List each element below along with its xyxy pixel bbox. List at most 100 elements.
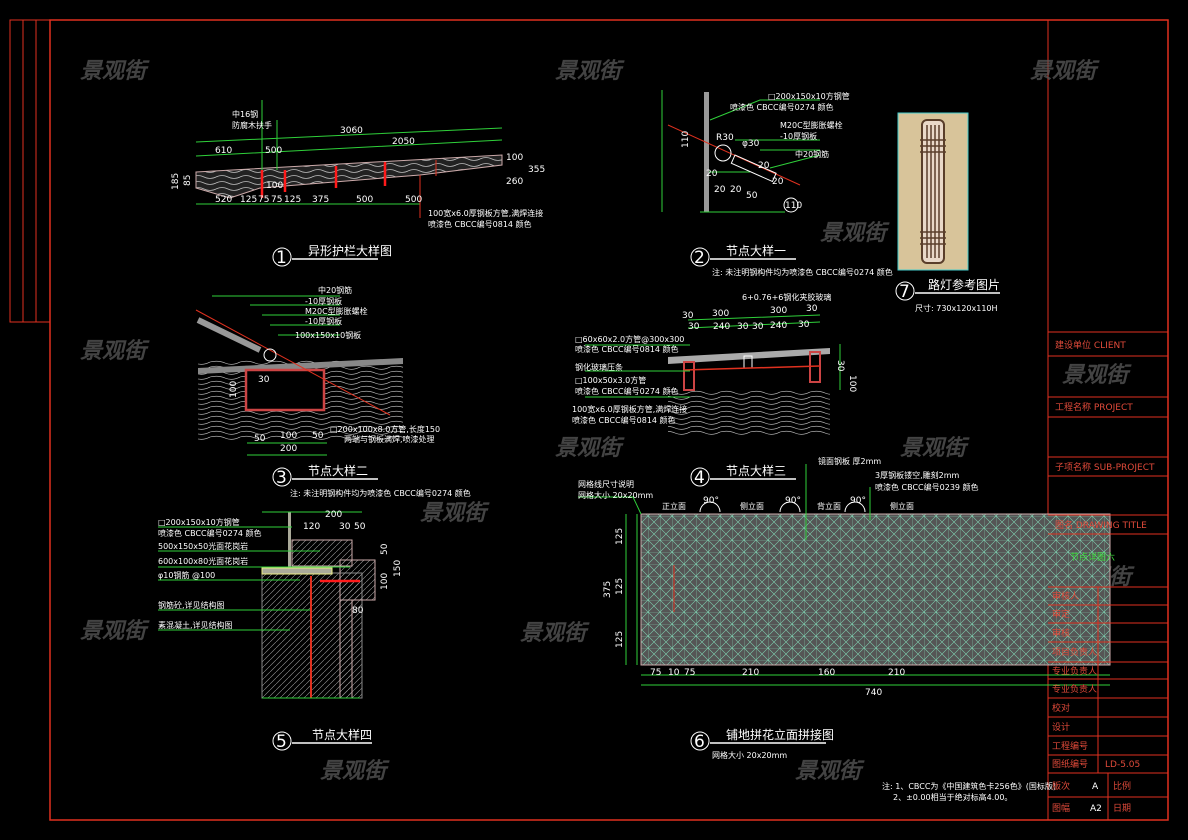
drawing-label: 侧立面 — [890, 501, 914, 511]
drawing-label: 景观街 — [80, 619, 150, 644]
drawing-label: 素混凝土,详见结构图 — [158, 620, 233, 630]
drawing-label: 210 — [742, 668, 759, 678]
drawing-label: 景观街 — [80, 339, 150, 364]
drawing-label: 100 — [506, 153, 523, 163]
detail-3: 中20钢筋 -10厚钢板 M20C型膨胀螺栓 -10厚钢板 100x150x10… — [195, 285, 440, 456]
drawing-label: 75 — [650, 668, 661, 678]
drawing-label: 500 — [405, 195, 422, 205]
drawing-label: 6+0.76+6钢化夹胶玻璃 — [742, 292, 831, 302]
drawing-label: 4 — [694, 468, 705, 488]
drawing-label: 20 — [772, 177, 784, 187]
drawing-label: 30 — [752, 322, 764, 332]
drawing-label: 3厚钢板镂空,雕刻2mm — [875, 470, 960, 480]
drawing-label: 600x100x80光面花岗岩 — [158, 556, 248, 566]
drawing-label: □200x150x10方钢管 — [158, 517, 240, 527]
drawing-label: 两端与钢板满焊,喷漆处理 — [344, 434, 435, 444]
drawing-label: 喷漆色 CBCC编号0239 颜色 — [875, 482, 979, 492]
drawing-label: 工程编号 — [1052, 740, 1088, 752]
drawing-label: 6 — [694, 732, 705, 752]
drawing-label: 125 — [615, 631, 625, 648]
drawing-label: 20 — [730, 185, 742, 195]
general-notes: 注: 1、CBCC为《中国建筑色卡256色》(国标版) 2、±0.00相当于绝对… — [882, 781, 1056, 802]
drawing-label: 景观街 — [555, 59, 625, 84]
drawing-label: 30 — [682, 311, 694, 321]
drawing-label: 异形护栏大样图 — [308, 243, 392, 258]
drawing-label: 100 — [229, 381, 239, 398]
detail-5: □200x150x10方钢管 喷漆色 CBCC编号0274 颜色 500x150… — [158, 510, 403, 699]
drawing-label: 150 — [393, 560, 403, 577]
drawing-label: 注: 未注明钢构件均为喷漆色 CBCC编号0274 颜色 — [712, 267, 893, 277]
drawing-label: □60x60x2.0方管@300x300 — [575, 334, 684, 344]
drawing-label: 740 — [865, 688, 882, 698]
drawing-label: 185 — [171, 173, 181, 190]
drawing-label: 3060 — [340, 126, 363, 136]
drawing-label: 20 — [714, 185, 726, 195]
drawing-label: 50 — [254, 434, 266, 444]
drawing-label: 50 — [380, 543, 390, 555]
drawing-label: 景观街 — [320, 759, 390, 784]
drawing-label: 景观街 — [520, 621, 590, 646]
drawing-label: 10 — [668, 668, 680, 678]
drawing-label: 2 — [694, 248, 705, 268]
drawing-label: □200x150x10方钢管 — [768, 91, 850, 101]
drawing-label: M20C型膨胀螺栓 — [780, 120, 843, 130]
drawing-label: 85 — [183, 175, 193, 186]
drawing-label: 260 — [506, 177, 523, 187]
drawing-label: 审核 — [1052, 627, 1070, 639]
drawing-label: 610 — [215, 146, 232, 156]
drawing-label: 比例 — [1113, 780, 1131, 792]
detail-2: □200x150x10方钢管 喷漆色 CBCC编号0274 颜色 M20C型膨胀… — [661, 90, 850, 213]
drawing-label: 80 — [352, 606, 364, 616]
drawing-label: 75 — [271, 195, 282, 205]
drawing-label: 3 — [276, 468, 287, 488]
drawing-label: 375 — [312, 195, 329, 205]
drawing-label: 90° — [850, 496, 866, 506]
drawing-label: 节点大样三 — [726, 463, 786, 478]
drawing-label: -10厚钢板 — [780, 131, 817, 141]
drawing-label: 75 — [258, 195, 269, 205]
drawing-label: 中20钢筋 — [318, 285, 352, 295]
drawing-label: 30 — [798, 320, 810, 330]
drawing-label: 喷漆色 CBCC编号0814 颜色 — [428, 219, 532, 229]
drawing-label: 版次 — [1052, 780, 1070, 792]
drawing-label: 1 — [276, 248, 287, 268]
drawing-label: 100x150x10钢板 — [295, 330, 361, 340]
drawing-label: 30 — [688, 322, 700, 332]
drawing-label: 注: 1、CBCC为《中国建筑色卡256色》(国标版) — [882, 781, 1056, 791]
title-block-text: 建设单位 CLIENT 工程名称 PROJECT 子项名称 SUB-PROJEC… — [1052, 339, 1155, 814]
drawing-label: 520 — [215, 195, 232, 205]
drawing-label: 喷漆色 CBCC编号0274 颜色 — [575, 386, 679, 396]
drawing-label: 图幅 — [1052, 802, 1070, 814]
drawing-label: 铺地拼花立面拼接图 — [726, 727, 834, 742]
drawing-label: 景观街 — [1062, 363, 1132, 388]
drawing-label: 30 — [339, 522, 351, 532]
drawing-label: 正立面 — [662, 501, 686, 511]
drawing-label: 110 — [681, 131, 691, 148]
drawing-label: 节点大样四 — [312, 727, 372, 742]
drawing-label: 子项名称 SUB-PROJECT — [1055, 461, 1155, 473]
drawing-label: 100 — [380, 573, 390, 590]
drawing-label: A — [1092, 782, 1099, 792]
drawing-label: 20 — [706, 169, 718, 179]
drawing-label: 景观街 — [900, 436, 970, 461]
drawing-label: 30 — [737, 322, 749, 332]
drawing-label: 50 — [746, 191, 758, 201]
drawing-label: 日期 — [1113, 803, 1131, 814]
drawing-label: 125 — [284, 195, 301, 205]
drawing-label: 100宽x6.0厚钢板方管,满焊连接 — [428, 208, 543, 218]
drawing-label: 网格大小 20x20mm — [578, 490, 653, 500]
drawing-label: □200x100x8.0方管,长度150 — [330, 424, 440, 434]
title-detail-4: 4 节点大样三 — [690, 463, 796, 488]
drawing-label: 景观街 — [1030, 59, 1100, 84]
drawing-label: 90° — [703, 496, 719, 506]
title-detail-1: 1 异形护栏大样图 — [272, 243, 392, 268]
drawing-label: 5 — [276, 732, 287, 752]
detail-4: 6+0.76+6钢化夹胶玻璃 □60x60x2.0方管@300x300 喷漆色 … — [572, 292, 857, 435]
drawing-label: LD-5.05 — [1105, 760, 1140, 770]
drawing-label: 2、±0.00相当于绝对标高4.00。 — [893, 792, 1012, 802]
drawing-label: 100 — [266, 181, 283, 191]
drawing-label: 背立面 — [817, 501, 841, 511]
drawing-label: 景观街 — [795, 759, 865, 784]
